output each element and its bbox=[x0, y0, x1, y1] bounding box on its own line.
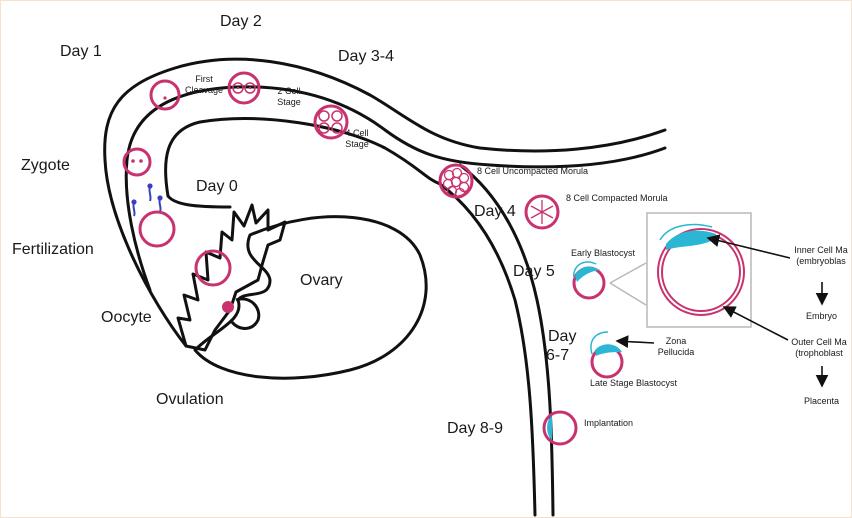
tube-descend-outer bbox=[440, 184, 535, 515]
label-day6-7-line1: Day bbox=[548, 328, 576, 346]
label-day1: Day 1 bbox=[60, 43, 102, 61]
first-cleavage-nucleus bbox=[163, 96, 166, 99]
label-fertilization: Fertilization bbox=[12, 241, 94, 259]
label-8-cell-compacted: 8 Cell Compacted Morula bbox=[566, 193, 668, 204]
ovary-group bbox=[178, 205, 426, 378]
label-8-cell-uncompacted: 8 Cell Uncompacted Morula bbox=[477, 166, 588, 177]
label-zygote: Zygote bbox=[21, 157, 70, 175]
label-day0: Day 0 bbox=[196, 178, 238, 196]
label-day4: Day 4 bbox=[474, 203, 516, 221]
follicle-dot bbox=[222, 301, 234, 313]
label-day6-7-line2: 6-7 bbox=[546, 347, 569, 365]
early-blastocyst bbox=[574, 262, 604, 298]
tube-lumen-bottom bbox=[168, 196, 230, 207]
label-early-blastocyst: Early Blastocyst bbox=[571, 248, 635, 259]
label-embryo: Embryo bbox=[806, 311, 837, 322]
label-day2: Day 2 bbox=[220, 13, 262, 31]
label-day5: Day 5 bbox=[513, 263, 555, 281]
label-ovulation: Ovulation bbox=[156, 391, 224, 409]
label-placenta: Placenta bbox=[804, 396, 839, 407]
label-late-stage-blastocyst: Late Stage Blastocyst bbox=[590, 378, 677, 389]
early-inner-cell-mass bbox=[575, 267, 600, 282]
arrow-zona bbox=[617, 341, 654, 343]
label-day3-4: Day 3-4 bbox=[338, 48, 394, 66]
tube-walls bbox=[105, 59, 665, 515]
label-implantation: Implantation bbox=[584, 418, 633, 429]
late-blastocyst bbox=[591, 332, 622, 377]
label-oocyte: Oocyte bbox=[101, 309, 152, 327]
label-day8-9: Day 8-9 bbox=[447, 420, 503, 438]
ovary-body bbox=[195, 217, 426, 379]
implantation-blastocyst bbox=[544, 412, 576, 444]
label-inner-cell-mass: Inner Cell Ma(embryoblas bbox=[790, 245, 852, 267]
label-outer-cell-mass: Outer Cell Ma(trophoblast bbox=[786, 337, 852, 359]
label-ovary: Ovary bbox=[300, 272, 343, 290]
fertilization-oocyte bbox=[140, 212, 174, 246]
